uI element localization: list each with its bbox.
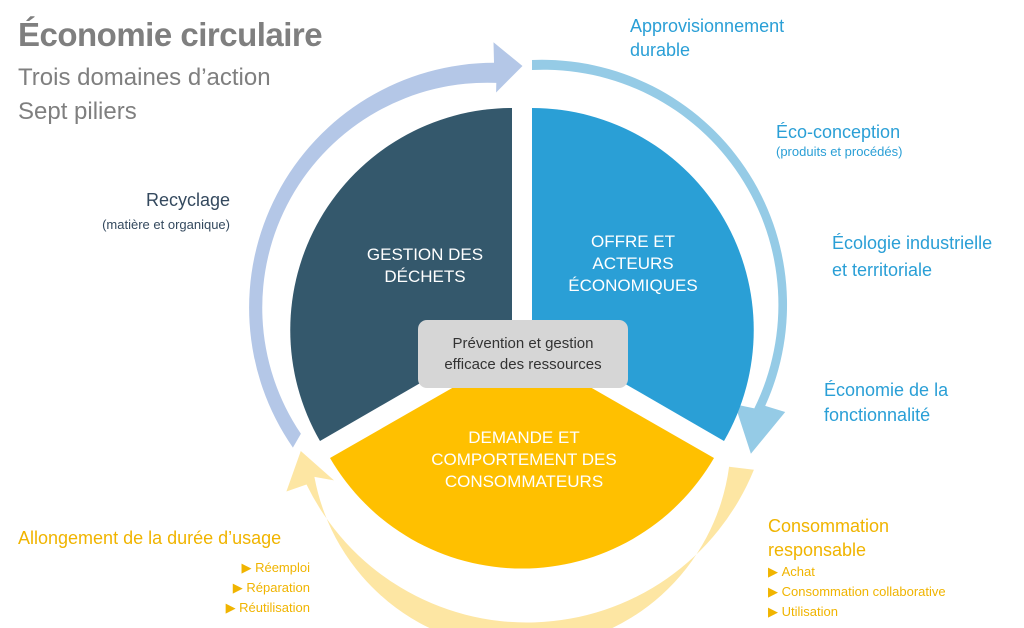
segment-demande-comportement [330, 348, 714, 569]
arrow-periwinkle [249, 42, 523, 448]
subtitle-pillars: Sept piliers [18, 98, 137, 125]
center-resources-box: Prévention et gestion efficace des resso… [418, 320, 628, 388]
pillar-approvisionnement: Approvisionnement durable [630, 16, 785, 60]
list-item: Réemploi [18, 558, 310, 578]
list-item: Réparation [18, 578, 310, 598]
pillar-ecologie-industrielle: Écologie industrielle et territoriale [832, 233, 993, 280]
segment-demande-label: DEMANDE ET COMPORTEMENT DES CONSOMMATEUR… [431, 428, 617, 491]
list-item: Utilisation [768, 602, 946, 622]
page-title: Économie circulaire [18, 16, 323, 53]
list-item: Achat [768, 562, 946, 582]
segment-gestion-label: GESTION DES DÉCHETS [366, 245, 484, 286]
pillar-allongement-usage: Allongement de la durée d’usage Réemploi… [18, 526, 310, 618]
arrow-blue [532, 59, 788, 454]
subtitle-domains: Trois domaines d’action [18, 64, 271, 91]
list-item: Réutilisation [18, 598, 310, 618]
pillar-consommation-responsable: Consommation responsable Achat Consommat… [768, 514, 946, 622]
pillar-recyclage: Recyclage (matière et organique) [102, 190, 230, 232]
pillar-economie-fonctionnalite: Économie de la fonctionnalité [824, 380, 949, 425]
list-item: Consommation collaborative [768, 582, 946, 602]
pillar-eco-conception: Éco-conception (produits et procédés) [776, 122, 903, 159]
segment-offre-label: OFFRE ET ACTEURS ÉCONOMIQUES [568, 232, 698, 295]
